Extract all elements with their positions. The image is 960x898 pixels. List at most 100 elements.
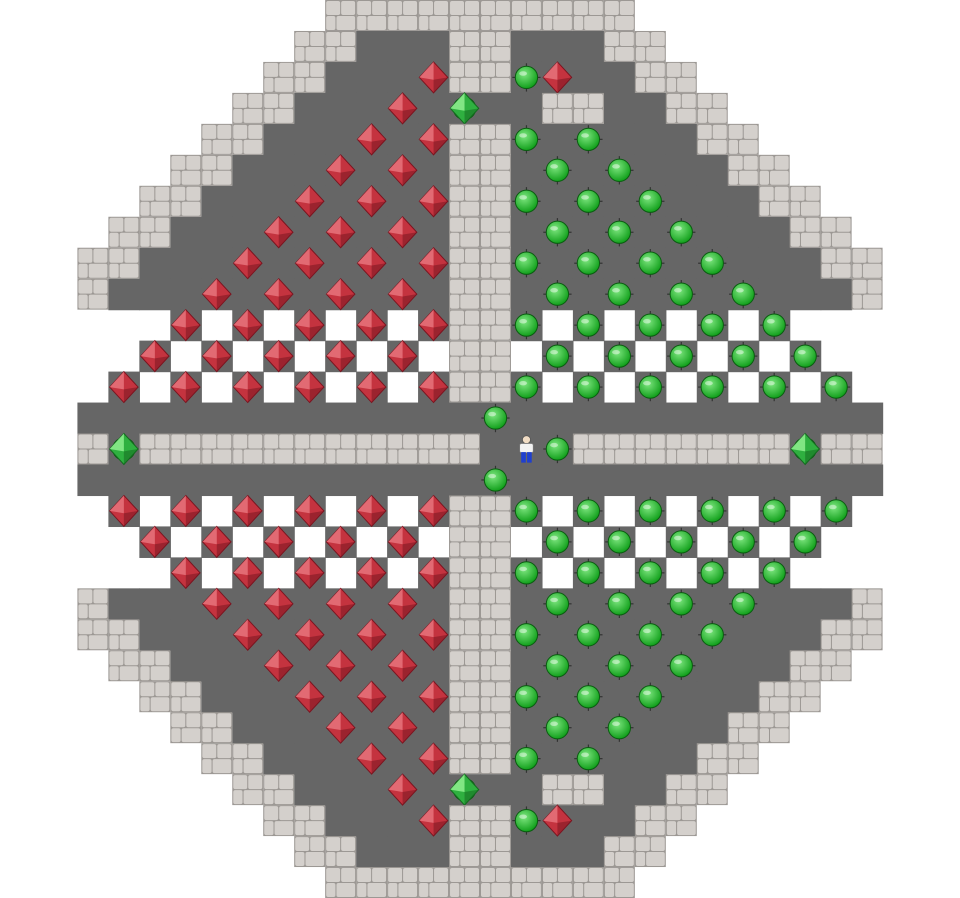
box-icon[interactable] <box>294 185 325 218</box>
box-icon[interactable] <box>232 618 263 652</box>
box-icon[interactable] <box>418 680 449 713</box>
box-icon[interactable] <box>356 742 387 775</box>
wall-tile <box>170 154 202 186</box>
floor-tile <box>325 185 357 218</box>
box-icon[interactable] <box>232 370 263 404</box>
goal-icon <box>512 496 541 526</box>
wall-tile <box>449 61 480 93</box>
box-icon[interactable] <box>108 370 139 404</box>
box-icon[interactable] <box>387 216 418 249</box>
box-icon[interactable] <box>325 277 356 311</box>
box-icon[interactable] <box>356 618 387 652</box>
wall-tile <box>480 247 511 279</box>
box-icon[interactable] <box>387 525 418 559</box>
box-on-goal-icon[interactable] <box>449 92 480 125</box>
box-icon[interactable] <box>232 246 263 280</box>
box-icon[interactable] <box>325 154 356 187</box>
floor-tile <box>572 464 605 497</box>
box-icon[interactable] <box>139 339 170 373</box>
box-icon[interactable] <box>108 494 139 528</box>
box-icon[interactable] <box>170 494 201 528</box>
box-icon[interactable] <box>356 494 387 528</box>
goal-icon <box>605 341 634 371</box>
wall-tile <box>263 92 295 124</box>
wall-tile <box>325 836 357 868</box>
box-icon[interactable] <box>263 649 294 682</box>
box-icon[interactable] <box>263 525 294 559</box>
box-icon[interactable] <box>325 587 356 621</box>
box-icon[interactable] <box>263 216 294 249</box>
box-icon[interactable] <box>139 525 170 559</box>
box-icon[interactable] <box>387 92 418 125</box>
box-icon[interactable] <box>356 185 387 218</box>
box-icon[interactable] <box>418 556 449 590</box>
wall-tile <box>634 61 666 93</box>
box-icon[interactable] <box>418 618 449 652</box>
box-icon[interactable] <box>387 587 418 621</box>
box-icon[interactable] <box>294 618 325 652</box>
box-icon[interactable] <box>201 525 232 559</box>
box-icon[interactable] <box>294 494 325 528</box>
box-icon[interactable] <box>387 339 418 373</box>
wall-tile <box>325 867 357 898</box>
box-icon[interactable] <box>232 308 263 342</box>
box-icon[interactable] <box>325 525 356 559</box>
box-icon[interactable] <box>325 711 356 744</box>
wall-tile <box>480 371 511 403</box>
box-icon[interactable] <box>418 123 449 156</box>
wall-tile <box>449 650 480 682</box>
box-icon[interactable] <box>418 185 449 218</box>
wall-tile <box>820 619 852 651</box>
box-icon[interactable] <box>325 649 356 682</box>
box-icon[interactable] <box>356 556 387 590</box>
player-icon[interactable] <box>519 435 534 463</box>
box-icon[interactable] <box>542 61 573 94</box>
box-icon[interactable] <box>232 556 263 590</box>
box-icon[interactable] <box>387 711 418 744</box>
box-icon[interactable] <box>418 494 449 528</box>
box-icon[interactable] <box>263 587 294 621</box>
box-icon[interactable] <box>294 308 325 342</box>
box-icon[interactable] <box>418 370 449 404</box>
box-icon[interactable] <box>232 494 263 528</box>
goal-icon <box>667 280 696 309</box>
box-icon[interactable] <box>294 556 325 590</box>
box-icon[interactable] <box>201 277 232 311</box>
box-icon[interactable] <box>356 246 387 280</box>
box-icon[interactable] <box>418 61 449 94</box>
box-icon[interactable] <box>356 123 387 156</box>
box-icon[interactable] <box>294 370 325 404</box>
box-icon[interactable] <box>542 804 573 837</box>
box-icon[interactable] <box>170 556 201 590</box>
box-icon[interactable] <box>325 339 356 373</box>
box-icon[interactable] <box>170 308 201 342</box>
box-icon[interactable] <box>356 680 387 713</box>
box-icon[interactable] <box>294 680 325 713</box>
box-icon[interactable] <box>325 216 356 249</box>
box-on-goal-icon[interactable] <box>790 432 821 466</box>
box-icon[interactable] <box>201 339 232 373</box>
goal-icon <box>729 341 758 371</box>
wall-tile <box>449 495 480 527</box>
floor-tile <box>510 712 543 744</box>
box-icon[interactable] <box>263 277 294 311</box>
box-icon[interactable] <box>418 246 449 280</box>
box-icon[interactable] <box>418 308 449 342</box>
box-icon[interactable] <box>387 649 418 682</box>
box-icon[interactable] <box>418 742 449 775</box>
floor-tile <box>232 278 264 311</box>
box-icon[interactable] <box>170 370 201 404</box>
box-on-goal-icon[interactable] <box>108 432 139 466</box>
box-icon[interactable] <box>294 246 325 280</box>
box-icon[interactable] <box>263 339 294 373</box>
box-icon[interactable] <box>418 804 449 837</box>
wall-tile <box>449 619 480 651</box>
box-icon[interactable] <box>387 773 418 806</box>
box-icon[interactable] <box>387 277 418 311</box>
box-on-goal-icon[interactable] <box>449 773 480 806</box>
box-icon[interactable] <box>356 308 387 342</box>
box-icon[interactable] <box>387 154 418 187</box>
box-icon[interactable] <box>201 587 232 621</box>
box-icon[interactable] <box>356 370 387 404</box>
